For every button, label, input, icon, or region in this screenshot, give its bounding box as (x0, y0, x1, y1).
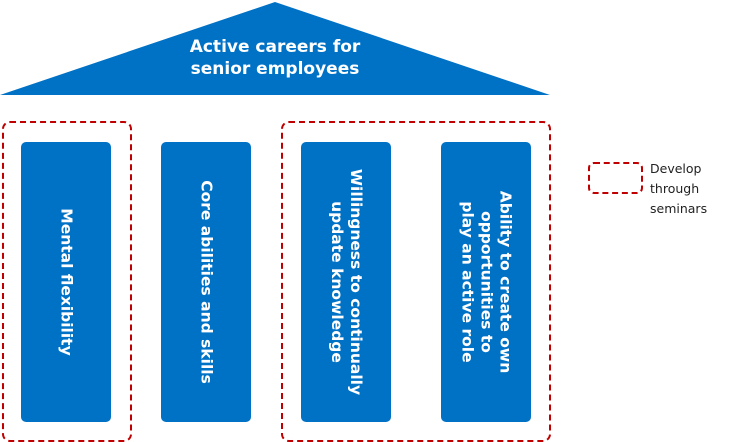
pillar-core-abilities: Core abilities and skills (161, 142, 251, 422)
legend-swatch (588, 162, 643, 194)
pillar-label: Willingness to continually update knowle… (327, 152, 365, 412)
legend-label: Develop through seminars (650, 159, 750, 219)
pillar-label: Core abilities and skills (197, 152, 216, 412)
roof-title-line-1: Active careers for (189, 37, 361, 57)
seminar-group-left (2, 121, 132, 442)
legend-label-line-1: Develop through (650, 161, 702, 196)
legend-label-line-2: seminars (650, 201, 708, 216)
pillar-label-line-3: play an active role (458, 201, 477, 363)
pillar-update-knowledge: Willingness to continually update knowle… (301, 142, 391, 422)
pillar-label-line-1: Core abilities and skills (197, 180, 216, 384)
roof-title: Active careers for senior employees (125, 36, 425, 80)
pillar-label: Mental flexibility (57, 152, 76, 412)
pillar-label-line-1: Willingness to continually (347, 168, 365, 396)
pillar-label-line-2: update knowledge (328, 201, 346, 363)
roof-title-line-2: senior employees (190, 59, 360, 79)
roof-shape (0, 2, 550, 95)
pillar-label-line-2: opportunities to (477, 211, 496, 353)
pillar-label-line-1: Ability to create own (496, 190, 515, 374)
pillar-label-line-1: Mental flexibility (57, 208, 76, 356)
pillar-label: Ability to create own opportunities to p… (458, 152, 515, 412)
seminar-group-right (281, 121, 551, 442)
roof-triangle (0, 2, 550, 95)
pillar-create-opportunities: Ability to create own opportunities to p… (441, 142, 531, 422)
pillar-mental-flexibility: Mental flexibility (21, 142, 111, 422)
